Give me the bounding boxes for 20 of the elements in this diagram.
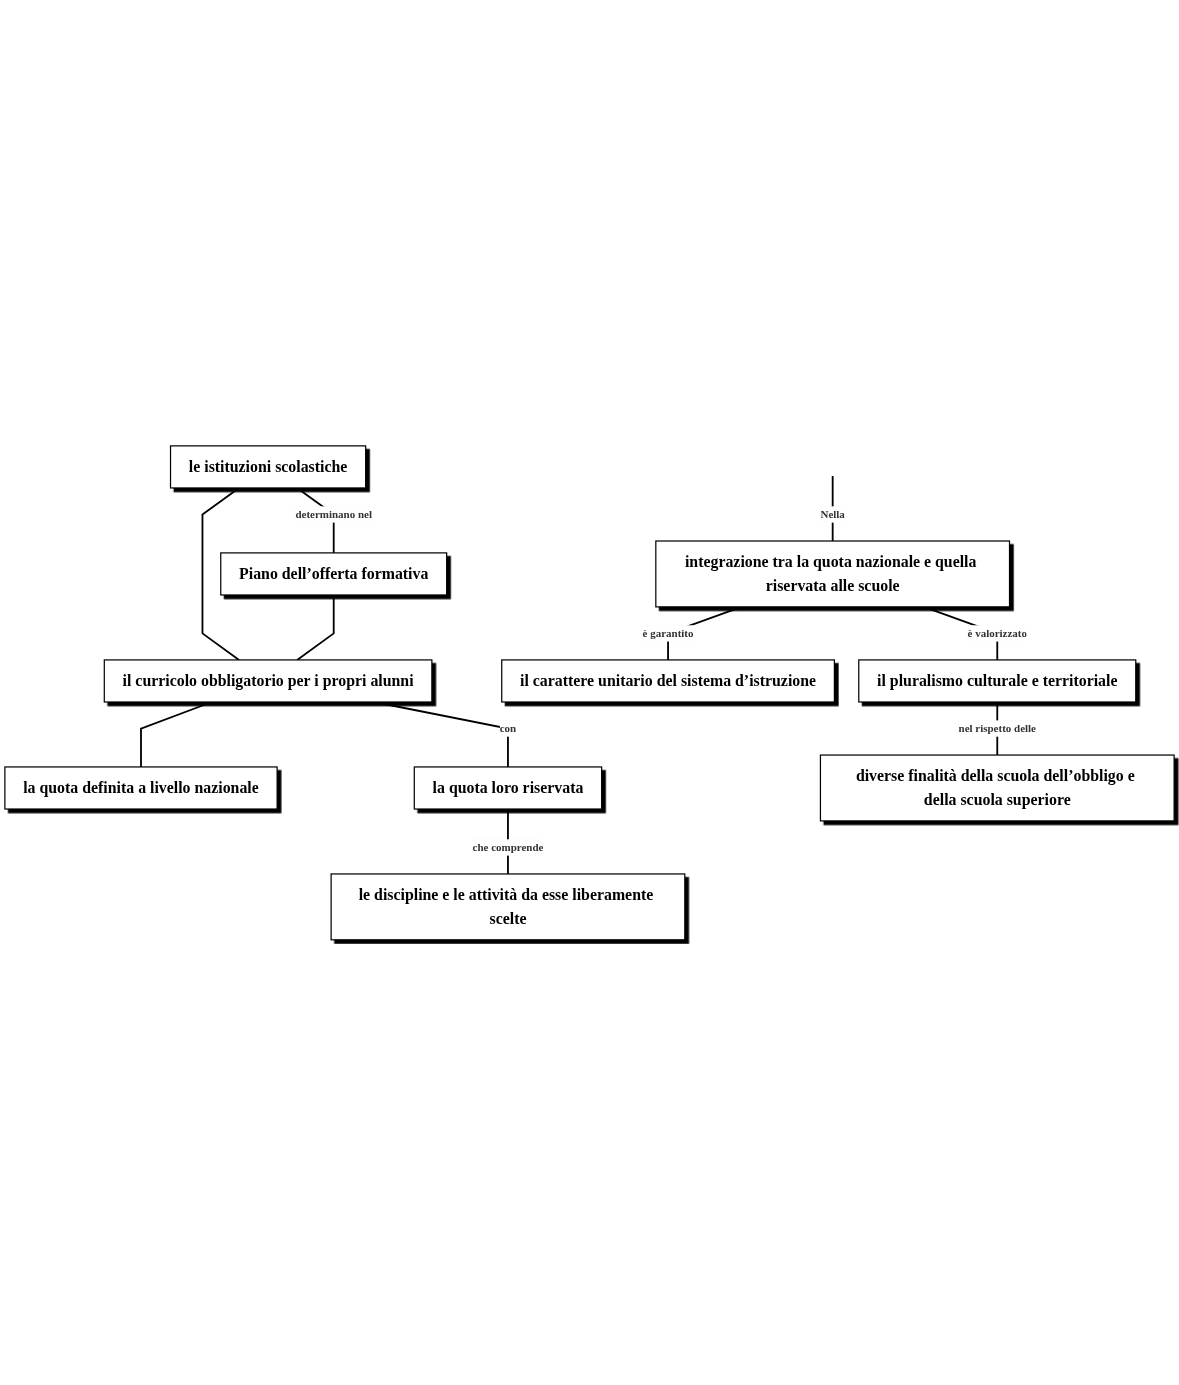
connector xyxy=(296,593,335,661)
edge-label: che comprende xyxy=(472,840,544,853)
node-box: Piano dell’offerta formativa xyxy=(220,551,448,596)
edge-label: determinano nel xyxy=(295,507,372,520)
node-box: la quota loro riservata xyxy=(413,765,603,810)
connector xyxy=(140,700,213,768)
node-box: il pluralismo culturale e territoriale xyxy=(858,658,1137,703)
edge-label: è garantito xyxy=(642,626,694,639)
node-box: le discipline e le attività da esse liberamente scelte xyxy=(330,873,686,941)
edge-label: Nella xyxy=(820,507,845,520)
connector xyxy=(201,486,240,661)
edge-label: è valorizzato xyxy=(967,626,1027,639)
node-box: il curricolo obbligatorio per i propri alunni xyxy=(103,658,433,703)
node-box: la quota definita a livello nazionale xyxy=(4,765,278,810)
node-box: diverse finalità della scuola dell’obbligo e della scuola superiore xyxy=(819,754,1175,822)
edge-label: con xyxy=(499,721,517,734)
node-box: il carattere unitario del sistema d’istruzione xyxy=(501,658,835,703)
node-box: integrazione tra la quota nazionale e quella riservata alle scuole xyxy=(655,540,1011,608)
edge-label: nel rispetto delle xyxy=(958,721,1036,734)
node-box: le istituzioni scolastiche xyxy=(169,444,367,489)
